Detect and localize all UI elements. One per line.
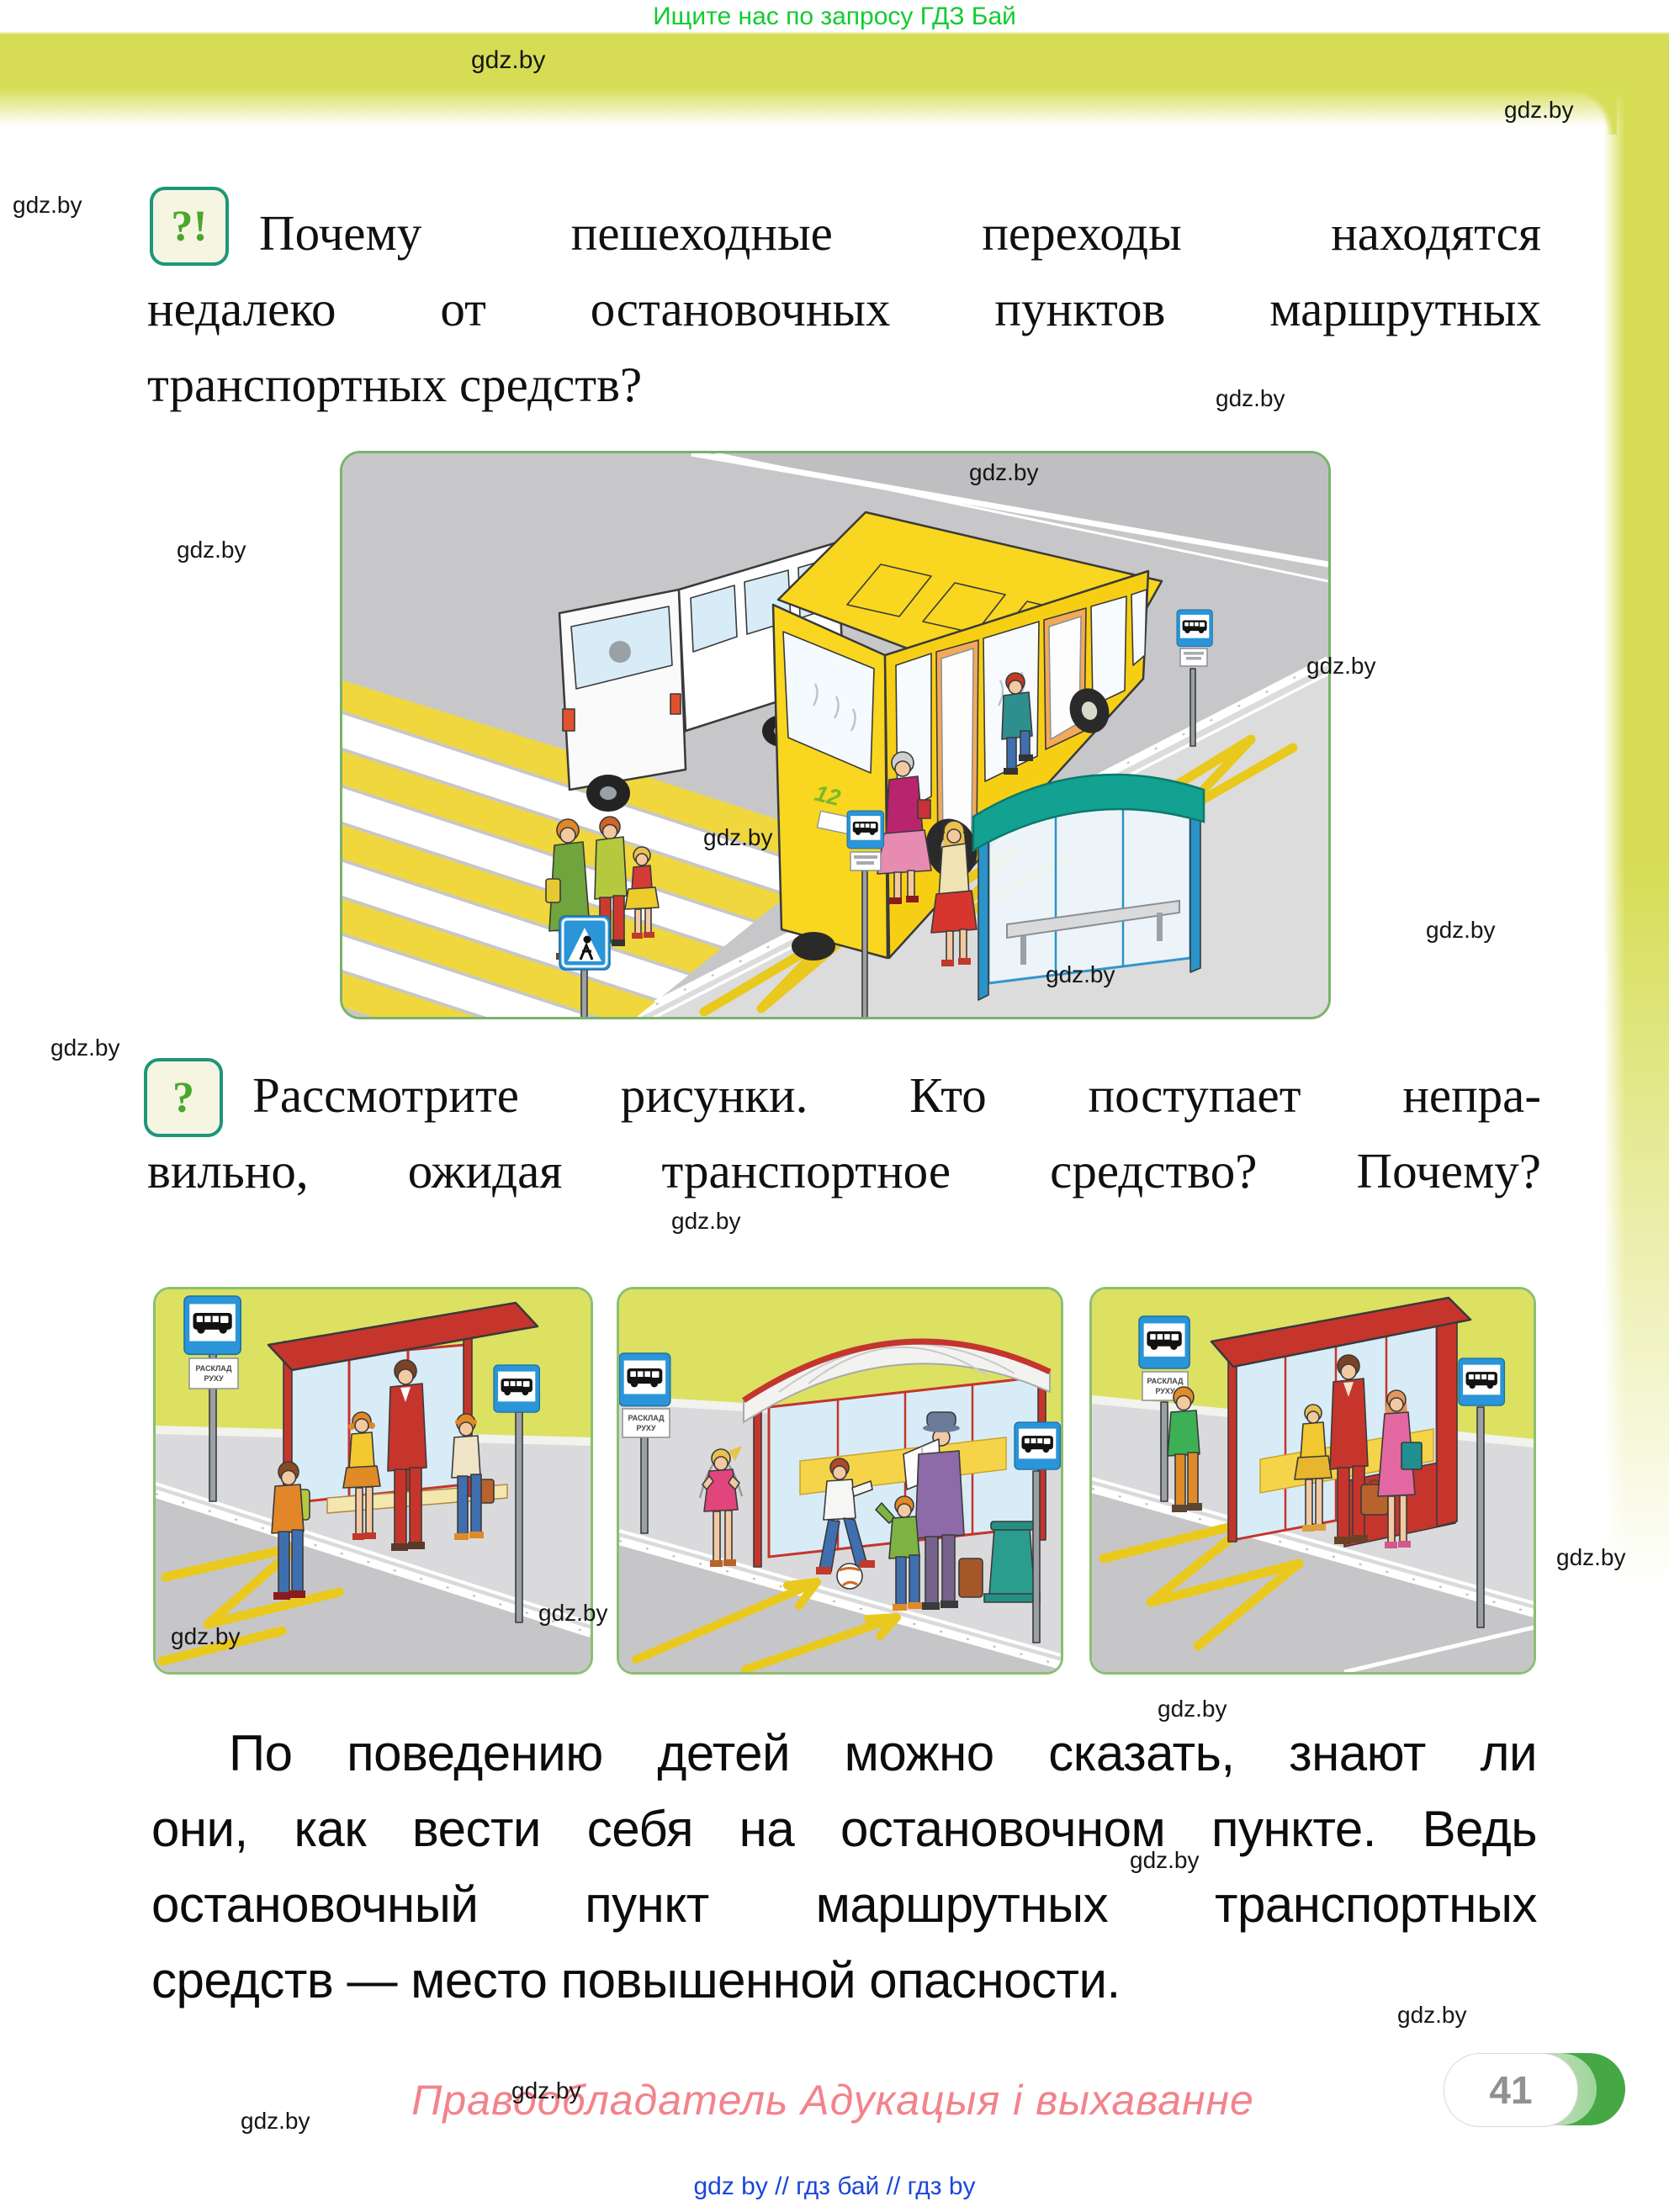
watermark: gdz.by — [50, 1035, 120, 1061]
svg-text:РАСКЛАД: РАСКЛАД — [1147, 1377, 1184, 1385]
zigzag-markings — [1099, 1516, 1304, 1651]
watermark: gdz.by — [177, 537, 246, 563]
panel-3-people-waiting-correctly: РАСКЛАД РУХУ — [1089, 1287, 1536, 1675]
watermark: gdz.by — [1306, 653, 1376, 679]
watermark: gdz.by — [1158, 1696, 1227, 1722]
panel-2-scene: РАСКЛАД РУХУ — [619, 1289, 1061, 1672]
boy-running — [816, 1458, 875, 1574]
svg-text:РУХУ: РУХУ — [204, 1374, 223, 1383]
boy-green — [875, 1495, 922, 1611]
panel-2-children-playing: РАСКЛАД РУХУ — [617, 1287, 1063, 1675]
page-number-badge: 41 — [1444, 2053, 1625, 2127]
girl-jumping-rope — [698, 1446, 744, 1567]
bus-stop-scene-illustration: 12 — [340, 451, 1331, 1019]
question1-text: Почему пешеходные переходы находятся нед… — [147, 195, 1541, 422]
boy-boarding — [1001, 672, 1033, 775]
watermark: gdz.by — [1397, 2002, 1467, 2028]
watermark: gdz.by — [671, 1208, 741, 1234]
question-icon: ? — [144, 1058, 223, 1137]
question1-line3: транспортных средств? — [147, 357, 643, 412]
girl-pink-with-book — [1377, 1389, 1423, 1548]
watermark: gdz.by — [538, 1600, 608, 1626]
question2-line2: вильно, ожидая транспортное средство? По… — [147, 1143, 1541, 1199]
question2-text: Рассмотрите рисунки. Кто поступает непра… — [147, 1057, 1541, 1209]
boy-green-sweater — [1167, 1386, 1202, 1512]
paragraph-line4: средств — место повышенной опасности. — [151, 1952, 1121, 2008]
conclusion-paragraph: По поведению детей можно сказать, знают … — [151, 1716, 1538, 2019]
frame-inner-corner — [1565, 82, 1617, 135]
girl-yellow — [342, 1411, 381, 1540]
road — [156, 1498, 591, 1672]
page-number: 41 — [1444, 2053, 1578, 2127]
svg-text:РУХУ: РУХУ — [636, 1424, 655, 1432]
pedestrian-crossing-sign — [559, 915, 611, 1017]
paragraph-line2: они, как вести себя на остановочном пунк… — [151, 1801, 1538, 1857]
svg-text:РАСКЛАД: РАСКЛАД — [628, 1414, 665, 1422]
trash-bin — [983, 1521, 1041, 1603]
boy-cap — [451, 1413, 495, 1540]
girl-yellow — [1294, 1404, 1333, 1532]
question2-line1: Рассмотрите рисунки. Кто поступает непра… — [252, 1067, 1541, 1123]
paragraph-line3: остановочный пункт маршрутных транспортн… — [151, 1876, 1538, 1933]
watermark: gdz.by — [13, 192, 82, 218]
far-bus-stop-sign — [1177, 610, 1212, 747]
upper-road — [691, 453, 1328, 583]
svg-text:РАСКЛАД: РАСКЛАД — [195, 1364, 232, 1373]
watermark: gdz.by — [1504, 97, 1574, 123]
football — [836, 1563, 863, 1590]
zigzag-arrows — [632, 1578, 901, 1672]
watermark: gdz.by — [1046, 961, 1115, 987]
man-red-suit — [387, 1359, 427, 1551]
footer-links: gdz by // гдз бай // гдз by — [693, 2172, 976, 2200]
near-bus-stop-sign — [847, 811, 884, 1017]
family-crossing — [545, 816, 660, 960]
schedule-sign: РАСКЛАД РУХУ — [619, 1353, 670, 1534]
watermark: gdz.by — [511, 2077, 581, 2104]
panel-1-shelter-boy-near-curb: РАСКЛАД РУХУ — [153, 1287, 593, 1675]
paragraph-line1: По поведению детей можно сказать, знают … — [229, 1725, 1538, 1781]
watermark: gdz.by — [171, 1623, 241, 1649]
boy-near-curb — [271, 1461, 310, 1600]
bus-stop-sign-right — [1015, 1422, 1060, 1643]
panel-3-scene: РАСКЛАД РУХУ — [1092, 1289, 1534, 1672]
right-edge-stripe — [1603, 81, 1669, 1642]
watermark: gdz.by — [969, 459, 1039, 485]
header-bar — [0, 34, 1669, 87]
bus-stop-scene: 12 — [342, 453, 1328, 1017]
watermark: gdz.by — [1556, 1544, 1626, 1570]
svg-text:12: 12 — [813, 781, 843, 811]
question1-line1: Почему пешеходные переходы находятся — [259, 205, 1541, 261]
svg-text:РУХУ: РУХУ — [1155, 1387, 1174, 1395]
bus-stop-sign-right — [1459, 1358, 1504, 1628]
copyright-notice: Правообладатель Адукацыя і выхаванне — [411, 2077, 1254, 2124]
zigzag-markings — [157, 1542, 344, 1666]
grandmother-exiting — [877, 751, 932, 904]
top-search-banner: Ищите нас по запросу ГДЗ Бай — [653, 3, 1016, 30]
bus-stop-sign-right — [494, 1365, 539, 1623]
watermark: gdz.by — [471, 46, 546, 74]
watermark: gdz.by — [1216, 385, 1285, 411]
man-red-suit — [1329, 1354, 1389, 1544]
question-important-icon: ?! — [150, 187, 229, 266]
man-reading-newspaper — [903, 1411, 983, 1610]
woman-waiting — [930, 820, 978, 966]
watermark: gdz.by — [1130, 1847, 1200, 1873]
panel-1-scene: РАСКЛАД РУХУ — [156, 1289, 591, 1672]
schedule-sign: РАСКЛАД РУХУ — [184, 1296, 241, 1502]
watermark: gdz.by — [241, 2108, 310, 2134]
watermark: gdz.by — [1426, 917, 1496, 943]
question1-line2: недалеко от остановочных пунктов маршрут… — [147, 281, 1541, 336]
header-bar-fade — [0, 87, 1669, 126]
bus-shelter — [972, 773, 1205, 1001]
curb — [619, 1529, 1061, 1670]
watermark: gdz.by — [703, 824, 773, 850]
